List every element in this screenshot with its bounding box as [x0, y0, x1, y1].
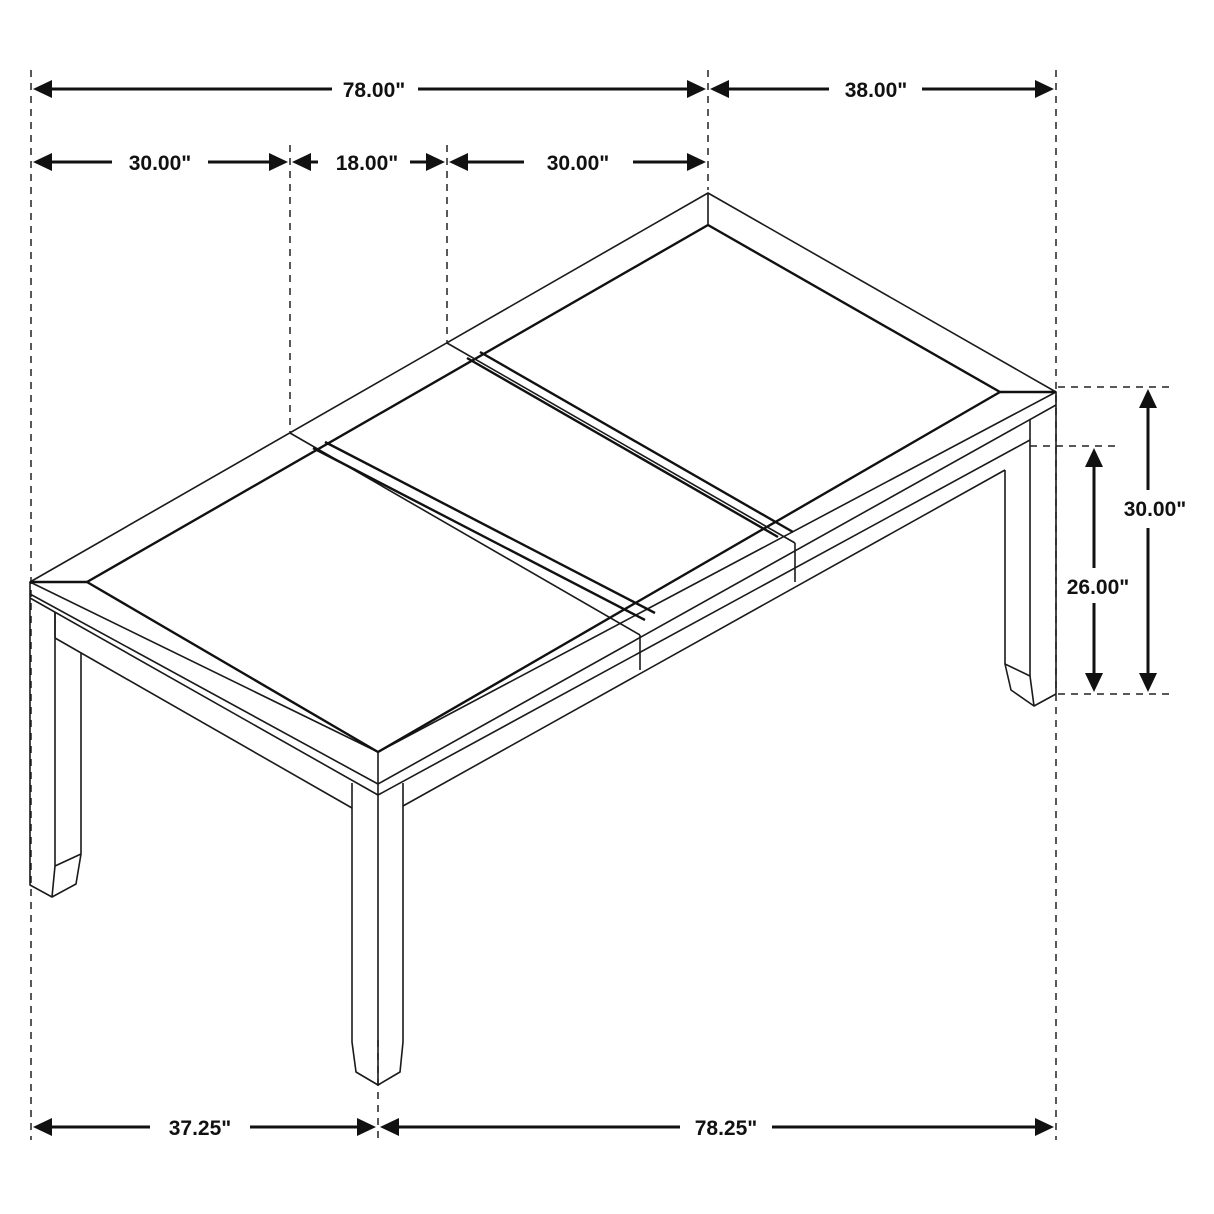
dim-label-38: 38.00" [845, 79, 908, 102]
arrow-right-icon [426, 153, 445, 171]
arrow-right-icon [687, 153, 706, 171]
dim-label-30-height: 30.00" [1124, 498, 1187, 521]
leaf-seam-right-a [466, 356, 779, 539]
dim-label-30-right: 30.00" [547, 152, 610, 175]
leaf-seam-right-b [479, 350, 794, 534]
dimension-left-section: 30.00" [33, 152, 288, 175]
tabletop-inner-panel [85, 223, 1002, 754]
table-drawing [29, 192, 1057, 1086]
top-edge-front-right [377, 404, 1057, 785]
arrow-left-icon [33, 80, 52, 98]
tabletop-outline [29, 192, 1057, 753]
dim-label-78: 78.00" [343, 79, 406, 102]
dimension-right-section: 30.00" [449, 152, 706, 175]
left-leg-foot-bevel [54, 853, 82, 867]
leaf-seam-right-outer [446, 342, 796, 544]
arrow-down-icon [1085, 673, 1103, 692]
apron-front-left-top [29, 597, 379, 796]
arrow-left-icon [33, 1118, 52, 1136]
arrow-left-icon [33, 153, 52, 171]
dimension-overall-height: 30.00" [1124, 389, 1187, 692]
right-leg-foot-bevel [1004, 663, 1035, 707]
leaf-seam-left-a [312, 446, 646, 622]
arrow-left-icon [380, 1118, 399, 1136]
apron-front-right-top [377, 439, 1031, 796]
dimension-middle-leaf: 18.00" [292, 152, 445, 175]
dim-label-18: 18.00" [336, 152, 399, 175]
dimension-overall-length-top: 78.00" [33, 79, 706, 102]
dim-label-37-25: 37.25" [169, 1117, 232, 1140]
arrow-down-icon [1139, 673, 1157, 692]
arrow-up-icon [1085, 448, 1103, 467]
arrow-left-icon [449, 153, 468, 171]
arrow-up-icon [1139, 389, 1157, 408]
left-leg [29, 594, 82, 898]
arrow-left-icon [292, 153, 311, 171]
arrow-right-icon [1035, 80, 1054, 98]
dimension-depth-bottom: 37.25" [33, 1117, 376, 1140]
top-edge-front-left [29, 593, 379, 785]
arrow-right-icon [357, 1118, 376, 1136]
apron-front-left-bottom [54, 637, 353, 809]
left-leg-foot-edge [51, 865, 56, 898]
dim-label-26: 26.00" [1067, 576, 1130, 599]
dimension-length-bottom: 78.25" [380, 1117, 1054, 1140]
right-leg [1004, 470, 1057, 707]
dimension-apron-clearance: 26.00" [1067, 448, 1130, 692]
dim-label-78-25: 78.25" [695, 1117, 758, 1140]
leaf-seam-left-b [324, 440, 656, 615]
extension-lines [30, 70, 1172, 1140]
arrow-right-icon [269, 153, 288, 171]
dim-label-30-left: 30.00" [129, 152, 192, 175]
dimension-leaf-extension: 38.00" [710, 79, 1054, 102]
arrow-left-icon [710, 80, 729, 98]
apron-front-right-bottom [402, 469, 1006, 807]
arrow-right-icon [1035, 1118, 1054, 1136]
arrow-right-icon [687, 80, 706, 98]
